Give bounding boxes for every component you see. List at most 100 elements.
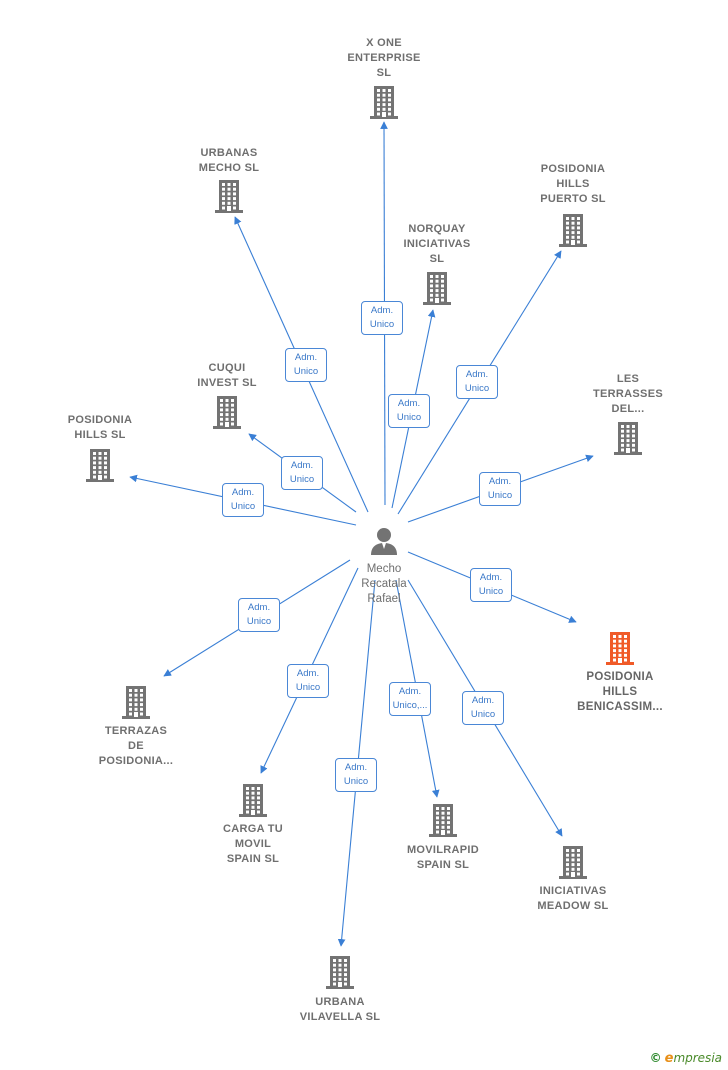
company-label-line: DE [128,740,144,752]
edge-role-text: Adm. [465,369,489,380]
company-label-line: HILLS [556,178,590,190]
company-node-posidonia-hills-puerto[interactable] [557,212,589,253]
edge-role-text: Unico [246,616,272,627]
edge-role-text: Adm. [344,762,368,773]
company-label[interactable]: POSIDONIA HILLS PUERTO SL [540,162,605,207]
edge-role-label[interactable]: Adm.Unico [388,394,430,428]
edge-role-label[interactable]: Adm. Unico [238,598,280,632]
company-label-line: TERRAZAS [104,725,168,737]
company-label-line: POSIDONIA [67,414,133,426]
company-label-line: POSIDONIA... [98,755,174,767]
company-node-les-terrasses[interactable] [612,420,644,461]
edge-role-label[interactable]: Adm. Unico,... [389,682,431,716]
edge-role-label[interactable]: Adm. Unico [462,691,504,725]
brand-logo-text: mpresia [673,1051,722,1065]
edge-role-text: Adm. [247,602,271,613]
edge-role-text: Unico,... [392,700,428,711]
company-node-norquay-iniciativas[interactable] [421,270,453,311]
edge-role-text: Adm. [294,352,318,363]
company-label-line: INICIATIVAS [403,238,471,250]
company-label-line: POSIDONIA [540,163,606,175]
company-label-line: ENTERPRISE [347,52,421,64]
edge-role-label[interactable]: Adm. Unico [456,365,498,399]
company-node-posidonia-hills-benicassim[interactable] [604,630,636,671]
company-label-line: LES [616,373,640,385]
edge-role-label[interactable]: Adm.Unico [222,483,264,517]
company-label-line: MECHO SL [198,162,260,174]
edge-role-text: Unico [343,776,369,787]
edge-role-text: Unico [289,474,315,485]
edge-role-label[interactable]: Adm. Unico [335,758,377,792]
company-label-line: INICIATIVAS [539,885,607,897]
company-node-urbana-vilavella[interactable] [324,954,356,995]
company-label-line: SPAIN SL [416,859,470,871]
edge-role-label[interactable]: Adm.Unico [281,456,323,490]
edge-role-text: Unico [369,319,395,330]
company-label-line: NORQUAY [408,223,466,235]
company-label-line: MOVIL [234,838,272,850]
building-icon [429,804,457,837]
company-node-carga-tu-movil[interactable] [237,782,269,823]
edge-role-label[interactable]: Adm.Unico [285,348,327,382]
edge-role-label[interactable]: Adm. Unico [361,301,403,335]
company-label-line: URBANA [315,996,365,1008]
company-label-line: PUERTO SL [540,193,606,205]
company-label-line: DEL... [611,403,645,415]
person-node[interactable] [369,526,399,561]
company-label-line: HILLS [602,686,638,698]
building-icon [213,396,241,429]
edge-role-text: Adm. [488,476,512,487]
edge-role-label[interactable]: Adm.Unico [470,568,512,602]
company-node-posidonia-hills[interactable] [84,447,116,488]
company-node-iniciativas-meadow[interactable] [557,844,589,885]
company-label-line: CUQUI [208,362,246,374]
building-icon [423,272,451,305]
edge-role-label[interactable]: Adm.Unico [287,664,329,698]
brand-logo-initial: e [664,1051,674,1066]
edge-role-text: Unico [464,383,490,394]
company-label-line: INVEST SL [197,377,257,389]
company-label-line: SL [429,253,445,265]
building-icon [215,180,243,213]
person-name-line: Recatala [361,578,407,590]
company-label-line: X ONE [366,37,402,49]
edge-role-text: Unico [487,490,513,501]
edge-role-text: Adm. [471,695,495,706]
company-label-line: TERRASSES [593,388,663,400]
building-icon [122,686,150,719]
edge-role-text: Unico [470,709,496,720]
company-node-movilrapid-spain[interactable] [427,802,459,843]
edge-role-text: Adm. [398,686,422,697]
company-label-line: SPAIN SL [226,853,280,865]
company-label-line: SL [376,67,392,79]
company-label[interactable]: URBANAS MECHO SL [199,146,259,176]
building-icon [559,846,587,879]
edge-role-text: Adm. [296,668,320,679]
edge-role-text: Unico [230,501,256,512]
company-label[interactable]: CUQUI INVEST SL [197,361,257,391]
company-node-cuqui-invest[interactable] [211,394,243,435]
edge-role-text: Adm. [370,305,394,316]
company-label[interactable]: NORQUAY INICIATIVAS SL [403,222,470,267]
company-label[interactable]: TERRAZAS DE POSIDONIA... [99,724,174,769]
company-label[interactable]: X ONE ENTERPRISE SL [347,36,420,81]
company-label-line: CARGA TU [222,823,284,835]
copyright-symbol: © [649,1051,662,1065]
person-name-line: Rafael [367,593,401,605]
edge-role-text: Adm. [397,398,421,409]
company-node-x-one-enterprise[interactable] [368,84,400,125]
edge-role-label[interactable]: Adm. Unico [479,472,521,506]
company-label-line: URBANAS [200,147,258,159]
company-label[interactable]: LES TERRASSES DEL... [593,372,663,417]
building-icon [326,956,354,989]
company-node-terrazas-de-posidonia[interactable] [120,684,152,725]
company-node-urbanas-mecho[interactable] [213,178,245,219]
company-label[interactable]: CARGA TU MOVIL SPAIN SL [223,822,283,867]
